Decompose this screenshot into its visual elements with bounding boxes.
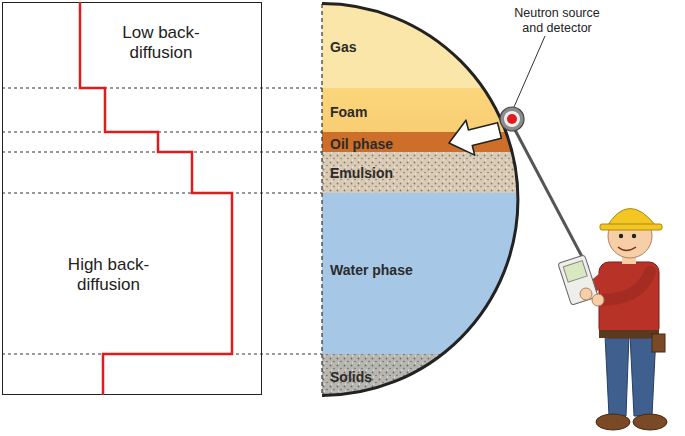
- shoe: [596, 414, 630, 430]
- hand: [592, 294, 604, 306]
- hard-hat: [606, 208, 656, 228]
- radiation-arrow: [445, 113, 504, 161]
- belt: [599, 330, 659, 338]
- panel-label: Low back-diffusion: [106, 23, 216, 63]
- profile-line: [80, 2, 232, 395]
- level-line: [2, 193, 322, 194]
- profile-panel: Low back-diffusionHigh back-diffusion: [2, 2, 262, 395]
- handheld-unit: [558, 255, 598, 305]
- hand: [580, 288, 592, 300]
- probe-stick: [514, 128, 588, 268]
- operator-figure: [558, 208, 667, 430]
- arm: [585, 272, 610, 292]
- band-fill: [322, 132, 518, 152]
- probe-source: [507, 114, 517, 124]
- phase-band: Gas: [322, 3, 519, 88]
- level-dashed-lines: [2, 88, 322, 354]
- pouch: [652, 334, 665, 352]
- eye: [632, 234, 636, 238]
- band-fill: [322, 4, 518, 89]
- phase-label: Emulsion: [330, 164, 393, 182]
- unit-body: [558, 255, 598, 305]
- phase-label: Gas: [330, 38, 356, 56]
- neck: [622, 250, 636, 264]
- leader-line: [514, 36, 545, 107]
- phase-band: Water phase: [322, 193, 519, 354]
- head: [608, 214, 652, 258]
- device-label: Neutron source and detector: [507, 6, 607, 36]
- phase-band: Solids: [322, 354, 519, 396]
- band-fill: [322, 193, 518, 354]
- probe-inner: [504, 111, 520, 127]
- probe-ring: [500, 107, 524, 131]
- level-line: [2, 132, 322, 133]
- vessel-axis: [321, 4, 322, 395]
- arrow-shape: [445, 113, 504, 161]
- phase-label: Water phase: [330, 261, 413, 279]
- phase-label: Solids: [330, 368, 372, 386]
- vessel-wall: [322, 4, 518, 396]
- unit-screen: [563, 261, 587, 282]
- phase-band: Foam: [322, 88, 519, 132]
- level-line: [2, 152, 322, 153]
- phase-label: Oil phase: [330, 135, 393, 152]
- phase-band: Oil phase: [322, 132, 519, 152]
- leg: [605, 335, 629, 416]
- leg: [630, 335, 656, 416]
- arm: [600, 272, 650, 300]
- hat-brim: [600, 224, 662, 230]
- band-fill: [322, 152, 518, 193]
- band-fill: [322, 88, 518, 132]
- shoe: [633, 414, 667, 430]
- shirt: [599, 262, 659, 338]
- level-line: [2, 354, 322, 355]
- phase-band: Emulsion: [322, 152, 519, 193]
- panel-label: High back-diffusion: [51, 255, 166, 295]
- eye: [619, 234, 623, 238]
- band-fill: [322, 354, 518, 396]
- phase-label: Foam: [330, 103, 367, 121]
- mouth: [618, 247, 636, 251]
- level-line: [2, 88, 322, 89]
